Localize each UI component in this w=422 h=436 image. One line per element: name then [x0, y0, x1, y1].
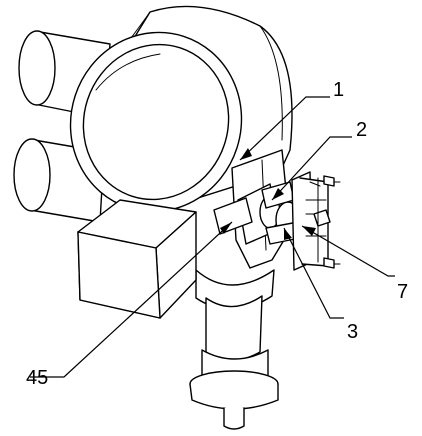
arrowhead-2	[272, 188, 284, 200]
leader-1	[239, 96, 330, 161]
label-part-45: 45	[26, 367, 48, 389]
leader-45	[30, 221, 233, 378]
label-part-1: 1	[333, 79, 344, 101]
vertical-column	[195, 269, 275, 361]
leader-2	[271, 136, 352, 201]
leader-7	[301, 225, 395, 277]
label-part-7: 7	[397, 281, 408, 303]
control-box	[77, 199, 197, 319]
label-part-2: 2	[356, 119, 367, 141]
arrowhead-3	[284, 228, 292, 240]
label-part-3: 3	[347, 321, 358, 343]
bottom-flange	[189, 349, 279, 430]
arrowhead-7	[302, 226, 316, 236]
end-face	[69, 31, 243, 213]
arrowhead-1	[240, 148, 252, 160]
clamp-plate	[291, 171, 341, 271]
leader-3	[283, 227, 344, 319]
leader-lines	[30, 96, 395, 378]
arrowhead-45	[220, 222, 232, 234]
